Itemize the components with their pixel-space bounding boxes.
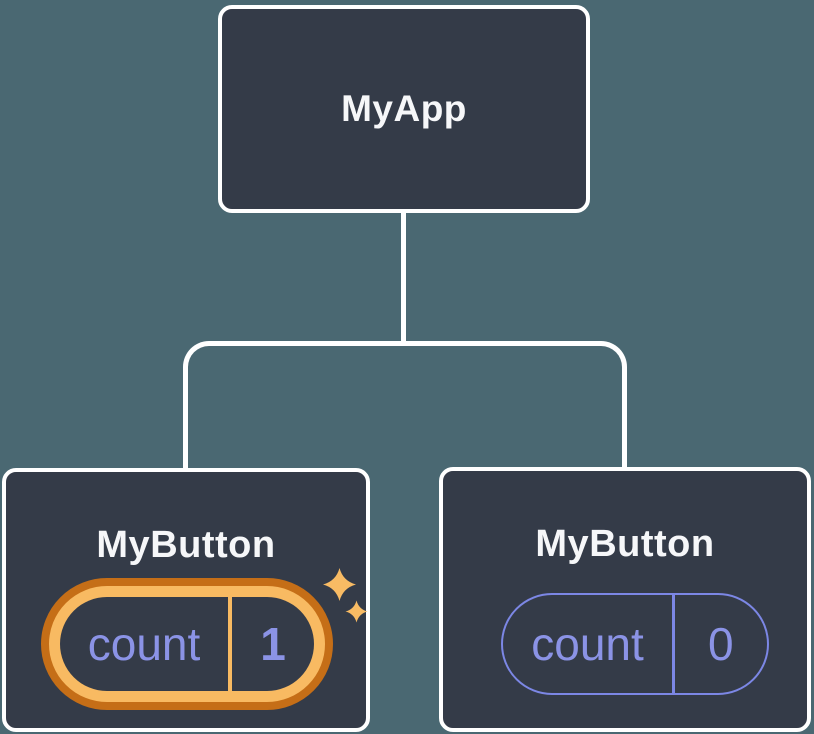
- state-pill-divider: [672, 595, 675, 693]
- node-mybutton-right: MyButton count 0: [439, 467, 811, 732]
- state-value: 0: [707, 618, 734, 670]
- node-mybutton-left: MyButton count 1: [2, 468, 370, 732]
- state-name-label: count: [531, 618, 644, 670]
- node-label: MyButton: [96, 524, 276, 566]
- sparkles-icon: [316, 564, 376, 632]
- state-pill-body: count 1: [60, 597, 314, 691]
- node-label: MyApp: [341, 88, 467, 129]
- node-myapp: MyApp: [218, 5, 590, 213]
- state-value: 1: [260, 618, 286, 670]
- state-pill-divider: [228, 597, 232, 691]
- connector-bracket: [183, 341, 627, 468]
- state-name-label: count: [87, 618, 201, 670]
- state-pill: count 0: [501, 593, 769, 695]
- connector-stem: [401, 211, 406, 345]
- state-pill-highlighted: count 1: [41, 578, 333, 710]
- node-label: MyButton: [535, 523, 715, 565]
